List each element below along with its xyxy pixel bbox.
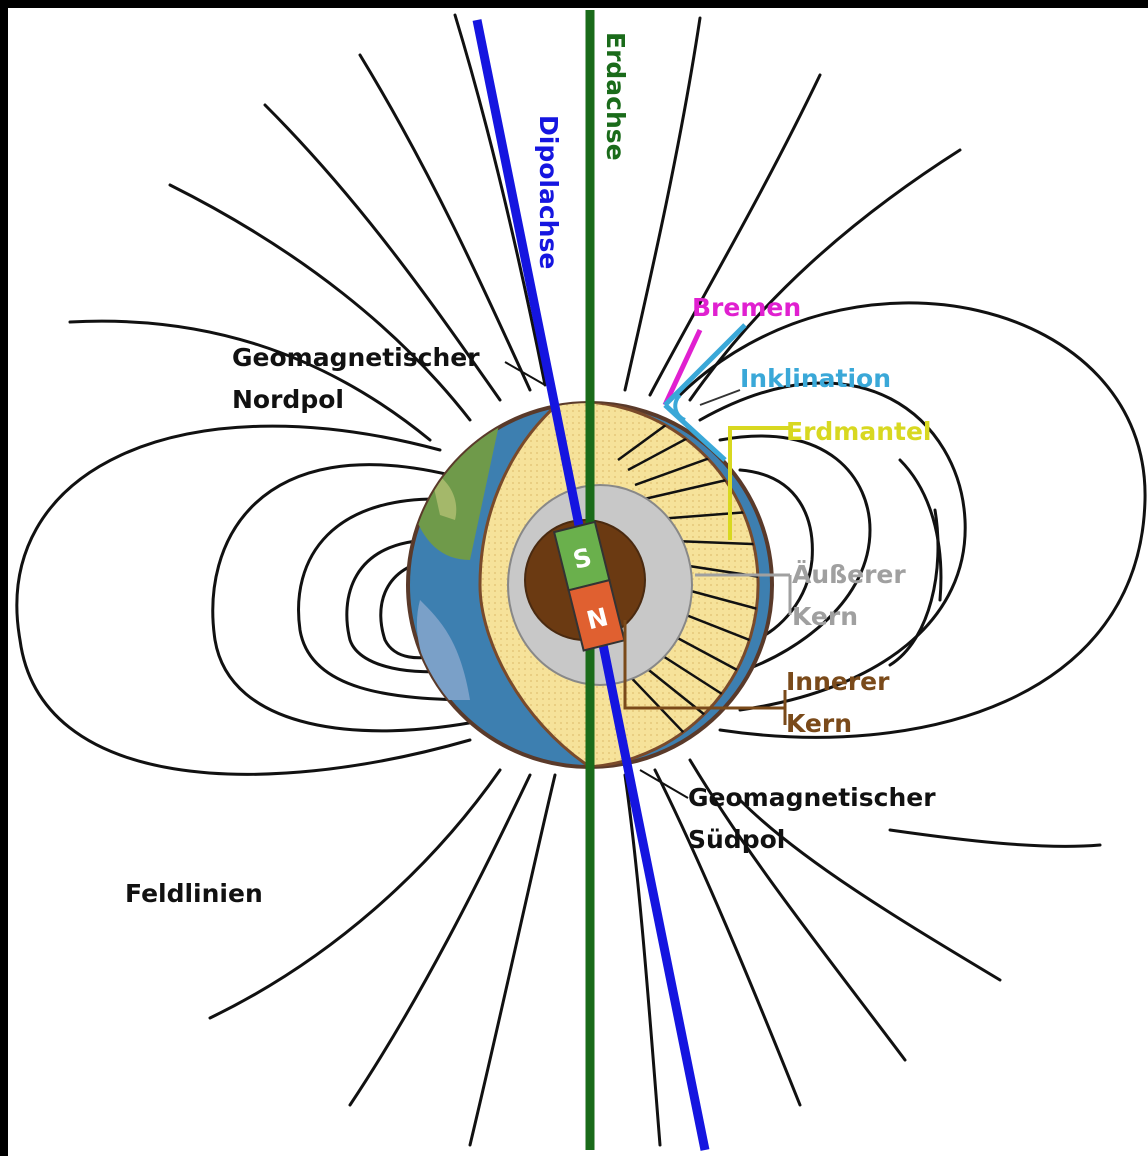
- nordpol-label-line1: Geomagnetischer: [232, 343, 480, 372]
- aeusserer-kern-label-line1: Äußerer: [792, 559, 906, 589]
- field-line: [738, 798, 1002, 982]
- innerer-kern-pointer: [623, 620, 785, 710]
- erdachse-label: Erdachse: [601, 32, 630, 161]
- field-line: [653, 768, 802, 1107]
- field-line: [263, 103, 502, 402]
- field-line: [623, 16, 702, 392]
- bar-magnet-icon: S N: [552, 520, 626, 652]
- field-line: [688, 758, 907, 1062]
- field-line: [68, 319, 432, 442]
- field-line: [468, 773, 557, 1147]
- field-line: [208, 768, 502, 1020]
- field-line: [348, 773, 532, 1107]
- bremen-label: Bremen: [692, 293, 801, 322]
- aeusserer-kern-label-line2: Kern: [792, 602, 858, 631]
- field-line: [648, 73, 822, 397]
- inklination-label: Inklination: [740, 364, 891, 393]
- feldlinien-label: Feldlinien: [125, 879, 263, 908]
- field-line: [211, 463, 487, 733]
- inklination-pointer: [699, 389, 741, 406]
- innerer-kern-label-line1: Innerer: [786, 667, 890, 696]
- suedpol-label-line2: Südpol: [688, 825, 785, 854]
- suedpol-pointer: [639, 769, 689, 799]
- bremen-line: [662, 328, 703, 407]
- field-line: [345, 538, 452, 674]
- nordpol-label-line2: Nordpol: [232, 385, 344, 414]
- nordpol-pointer: [504, 361, 546, 386]
- field-line: [698, 381, 967, 712]
- erdmantel-label: Erdmantel: [786, 417, 932, 446]
- field-line: [688, 148, 962, 402]
- field-line: [358, 53, 532, 392]
- field-line: [678, 301, 1147, 739]
- suedpol-label-line1: Geomagnetischer: [688, 783, 936, 812]
- field-line: [379, 558, 442, 660]
- inklination-tangent-line: [663, 403, 727, 462]
- inklination-line: [663, 323, 747, 407]
- field-line: [888, 828, 1102, 848]
- field-line: [898, 458, 943, 602]
- field-line: [168, 183, 472, 422]
- field-line: [15, 424, 472, 776]
- field-line: [738, 468, 814, 642]
- field-line: [297, 497, 482, 702]
- field-lines: [15, 13, 1147, 1147]
- erdmantel-bracket: [728, 426, 790, 540]
- field-line: [718, 434, 872, 672]
- field-line: [623, 773, 662, 1147]
- field-line: [453, 13, 547, 387]
- dipolachse-label: Dipolachse: [534, 115, 563, 269]
- innerer-kern-label-line2: Kern: [786, 709, 852, 738]
- inklination-arc: [673, 393, 686, 422]
